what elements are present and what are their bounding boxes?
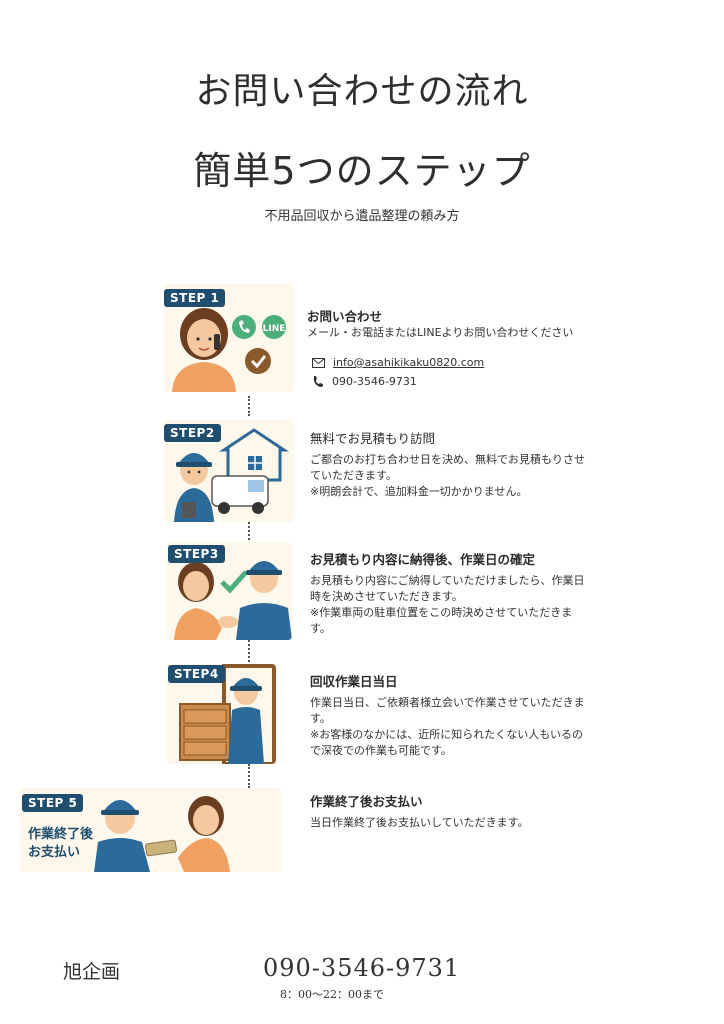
step1-body: メール・お電話またはLINEよりお問い合わせください <box>307 326 574 339</box>
step5-illus-label-2: お支払い <box>28 845 81 860</box>
step5-body: 当日作業終了後お支払いしていただきます。 <box>310 816 529 829</box>
page-title: お問い合わせの流れ <box>195 71 529 112</box>
step1-email-row: info@asahikikaku0820.com <box>312 356 484 369</box>
page-subtitle-steps: 簡単5つのステップ <box>193 149 531 193</box>
svg-text:LINE: LINE <box>263 324 286 334</box>
step4-badge: STEP4 <box>168 665 225 683</box>
step1-phone-row: 090-3546-9731 <box>312 375 417 388</box>
step1-title: お問い合わせ <box>307 309 383 324</box>
step3-badge: STEP3 <box>168 545 225 563</box>
step1-illustration: LINE <box>164 284 294 392</box>
page-tagline: 不用品回収から遺品整理の頼み方 <box>264 209 460 224</box>
step2-title: 無料でお見積もり訪問 <box>310 431 436 446</box>
company-name: 旭企画 <box>63 961 121 983</box>
phone-number[interactable]: 090-3546-9731 <box>332 375 417 388</box>
step4-title: 回収作業日当日 <box>310 674 398 689</box>
step4-illustration <box>166 664 276 764</box>
step2-body: ご都合のお打ち合わせ日を決め、無料でお見積もりさせていただきます。 ※明朗会計で… <box>310 453 585 498</box>
step5-badge: STEP 5 <box>22 794 84 812</box>
step3-body: お見積もり内容にご納得していただけましたら、作業日時を決めさせていただきます。 … <box>310 574 585 635</box>
step5-title: 作業終了後お支払い <box>310 794 423 809</box>
step5-illus-label-1: 作業終了後 <box>28 827 94 842</box>
phone-icon <box>313 375 323 387</box>
footer-phone[interactable]: 090-3546-9731 <box>263 954 461 982</box>
connector-dots <box>248 640 250 662</box>
step4-body: 作業日当日、ご依頼者様立会いで作業させていただきます。 ※お客様のなかには、近所… <box>310 696 585 757</box>
mail-icon <box>312 357 325 368</box>
business-hours: 8：00〜22：00まで <box>280 988 384 1001</box>
connector-dots <box>248 396 250 416</box>
step1-badge: STEP 1 <box>164 289 226 307</box>
step3-title: お見積もり内容に納得後、作業日の確定 <box>310 552 536 567</box>
step2-badge: STEP2 <box>164 424 221 442</box>
connector-dots <box>248 764 250 788</box>
email-link[interactable]: info@asahikikaku0820.com <box>333 356 485 369</box>
connector-dots <box>248 522 250 540</box>
